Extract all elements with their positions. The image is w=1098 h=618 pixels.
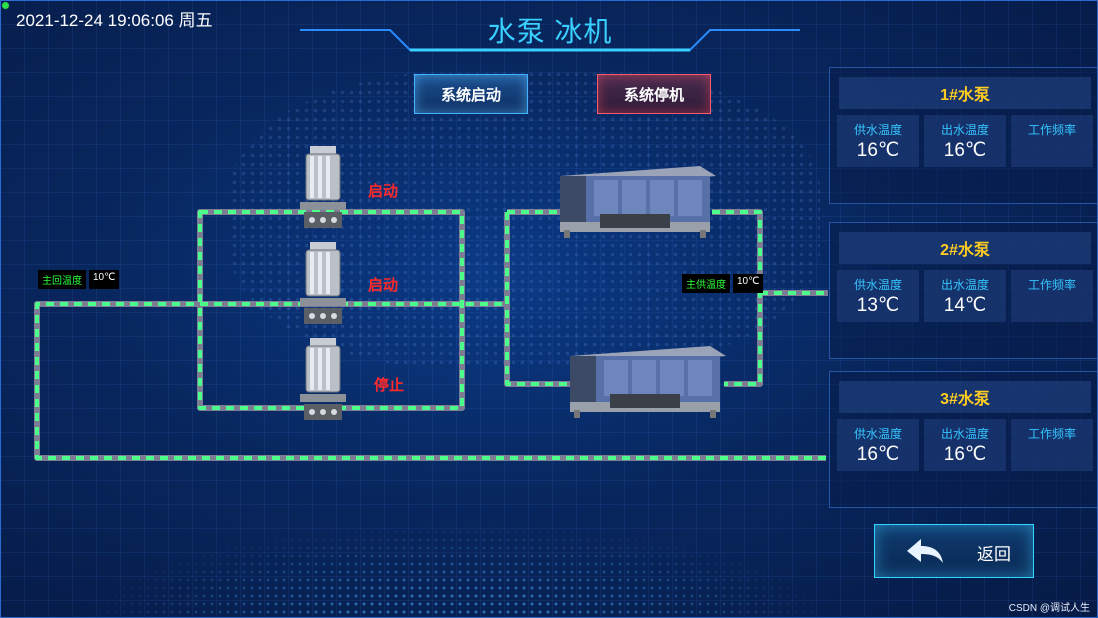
pump-3-panel-title: 3#水泵 bbox=[839, 381, 1091, 413]
out-temp-label: 出水温度 bbox=[940, 123, 989, 137]
pump-2-panel-title: 2#水泵 bbox=[839, 232, 1091, 264]
pump-3-freq-cell: 工作频率 bbox=[1011, 419, 1093, 471]
page-title: 水泵 冰机 bbox=[487, 16, 613, 47]
pump-1-status: 启动 bbox=[368, 183, 399, 200]
supply-temp-tag: 主供温度 10℃ bbox=[682, 274, 764, 293]
supply-temp-value: 16℃ bbox=[856, 140, 900, 161]
back-button[interactable]: 返回 bbox=[874, 524, 1034, 578]
pipe-flow-loop bbox=[198, 210, 464, 410]
out-temp-value: 16℃ bbox=[943, 444, 987, 465]
out-temp-label: 出水温度 bbox=[940, 278, 989, 292]
pump-3-supply-cell: 供水温度 16℃ bbox=[837, 419, 919, 471]
pump-3-status: 停止 bbox=[374, 377, 405, 394]
pump-2-freq-cell: 工作频率 bbox=[1011, 270, 1093, 322]
pump-1-panel-title: 1#水泵 bbox=[839, 77, 1091, 109]
out-temp-value: 16℃ bbox=[943, 140, 987, 161]
pump-1-icon[interactable] bbox=[300, 146, 346, 238]
supply-temp-label: 供水温度 bbox=[853, 278, 902, 292]
freq-label: 工作频率 bbox=[1027, 123, 1076, 137]
out-temp-value: 14℃ bbox=[943, 295, 987, 316]
watermark: CSDN @调试人生 bbox=[1008, 603, 1090, 614]
pump-1-supply-cell: 供水温度 16℃ bbox=[837, 115, 919, 167]
chiller-2-icon[interactable] bbox=[570, 346, 726, 418]
return-temp-label: 主回温度 bbox=[38, 270, 86, 289]
supply-temp-label: 主供温度 bbox=[682, 274, 730, 293]
bottom-glow-dots bbox=[80, 520, 840, 618]
pump-2-panel: 2#水泵 供水温度 13℃ 出水温度 14℃ 工作频率 bbox=[829, 222, 1098, 359]
return-temp-value: 10℃ bbox=[89, 270, 120, 289]
pump-2-status: 启动 bbox=[368, 277, 399, 294]
system-start-button[interactable]: 系统启动 bbox=[414, 74, 528, 114]
datetime-display: 2021-12-24 19:06:06 周五 bbox=[16, 11, 213, 30]
supply-temp-label: 供水温度 bbox=[853, 427, 902, 441]
freq-label: 工作频率 bbox=[1027, 427, 1076, 441]
pump-2-icon[interactable] bbox=[300, 242, 346, 334]
pump-2-supply-cell: 供水温度 13℃ bbox=[837, 270, 919, 322]
pump-3-panel: 3#水泵 供水温度 16℃ 出水温度 16℃ 工作频率 bbox=[829, 371, 1098, 508]
supply-temp-label: 供水温度 bbox=[853, 123, 902, 137]
system-stop-button[interactable]: 系统停机 bbox=[597, 74, 711, 114]
supply-temp-value: 13℃ bbox=[856, 295, 900, 316]
pump-3-out-cell: 出水温度 16℃ bbox=[924, 419, 1006, 471]
pump-3-icon[interactable] bbox=[300, 338, 346, 430]
pump-2-out-cell: 出水温度 14℃ bbox=[924, 270, 1006, 322]
back-arrow-icon bbox=[907, 539, 943, 563]
pump-1-out-cell: 出水温度 16℃ bbox=[924, 115, 1006, 167]
title-banner: 水泵 冰机 bbox=[300, 0, 800, 56]
out-temp-label: 出水温度 bbox=[940, 427, 989, 441]
supply-temp-value: 16℃ bbox=[856, 444, 900, 465]
title-banner-frame bbox=[300, 29, 800, 52]
freq-label: 工作频率 bbox=[1027, 278, 1076, 292]
pump-1-panel: 1#水泵 供水温度 16℃ 出水温度 16℃ 工作频率 bbox=[829, 67, 1098, 204]
supply-temp-value: 10℃ bbox=[733, 274, 764, 293]
return-temp-tag: 主回温度 10℃ bbox=[38, 270, 120, 289]
chiller-1-icon[interactable] bbox=[560, 166, 716, 238]
pump-1-freq-cell: 工作频率 bbox=[1011, 115, 1093, 167]
pipe-flow-chiller-loop bbox=[505, 210, 828, 386]
back-button-label: 返回 bbox=[977, 545, 1011, 564]
status-indicator bbox=[2, 2, 9, 9]
